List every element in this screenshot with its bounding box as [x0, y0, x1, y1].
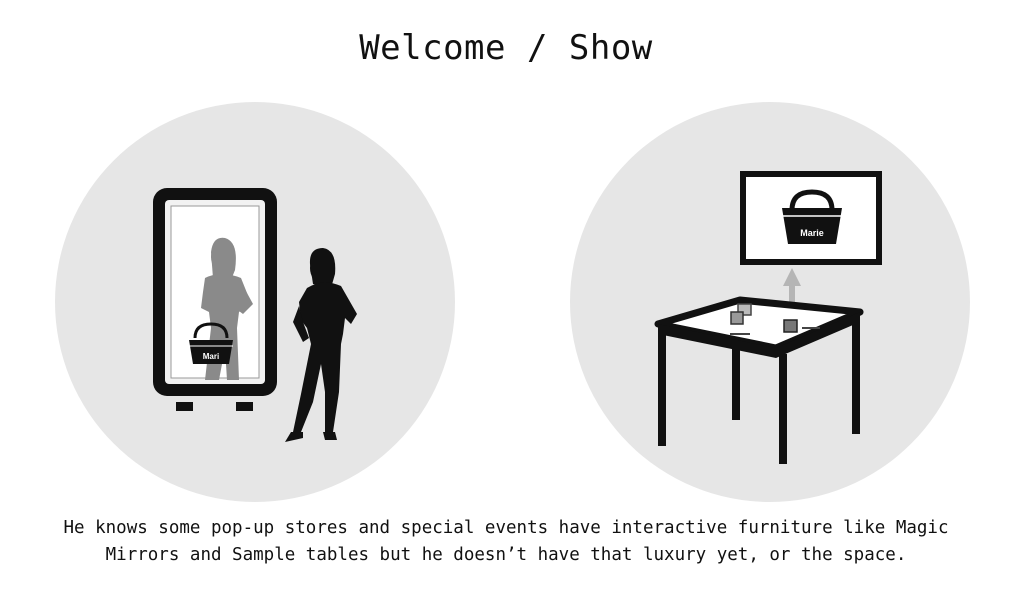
sample-table-scene: Marie — [570, 102, 970, 502]
caption-text: He knows some pop-up stores and special … — [63, 518, 949, 565]
magic-mirror-illustration: Mari — [55, 102, 455, 502]
woman-figure — [285, 248, 357, 442]
mirror-bag-icon: Mari — [189, 322, 233, 364]
screen-bag-icon: Marie — [782, 189, 842, 244]
mirror-foot-right — [236, 402, 253, 411]
table-leg-back-right — [852, 318, 860, 434]
table — [654, 296, 864, 464]
table-leg-front-right — [779, 354, 787, 464]
page-title: Welcome / Show — [359, 28, 653, 68]
product-samples — [730, 303, 820, 335]
screen-bag-label: Marie — [800, 228, 824, 238]
mirror-foot-left — [176, 402, 193, 411]
magic-mirror-scene: Mari — [55, 102, 455, 502]
table-leg-front-left — [658, 330, 666, 446]
sample-table-illustration: Marie — [570, 102, 970, 502]
table-leg-back-left — [732, 342, 740, 420]
mirror-bag-label: Mari — [203, 352, 219, 361]
